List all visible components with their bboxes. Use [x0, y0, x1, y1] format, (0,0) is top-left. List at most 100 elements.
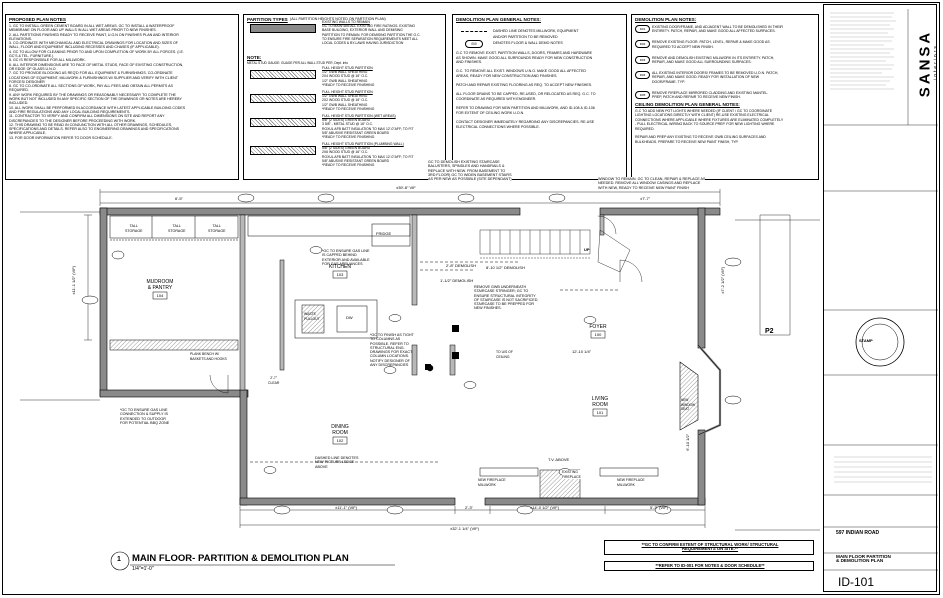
partition-type-line: 2X4 WOOD STUD @ 16" O.C. — [322, 74, 369, 79]
label-clear: 2'-7" CLEAR — [268, 376, 280, 385]
room-name: LIVING — [592, 396, 609, 402]
demolition-general-para-line: ALL FLOOR DRAINS TO BE CAPPED, RE-USED, … — [456, 92, 596, 97]
demolition-general-para-line: AS SHOWN. MAKE GOOD ALL SURROUNDS READY … — [456, 55, 593, 60]
site-lines — [20, 211, 820, 531]
tag-symbol: 000 — [465, 40, 483, 48]
mudroom-bench — [109, 339, 239, 351]
room-name: KITCHEN — [329, 264, 351, 270]
partition-type-line: TO ENSURE FIRE SEPARATION REQUIREMENTS M… — [322, 36, 419, 41]
demo-note-line: EXISTING DOOR/FRAME, AND ADJACENT WALL T… — [652, 25, 783, 29]
room-number-box — [332, 270, 348, 279]
partition-type-line: ROXUL AFB BATT INSULATION TO MAX 12'-0"A… — [322, 126, 414, 131]
demolition-general-para-line: COORDINATE AS REQUIRED WITH ENGINEER. — [456, 97, 537, 101]
ceiling-note-line: REQUIRED. — [635, 126, 655, 131]
demolition-general-para-line: AND FINISHES. — [456, 60, 483, 65]
partition-type-line: BASE BUILDING, EXTERIOR WALL AND DEMISIN… — [322, 28, 403, 33]
dim-top-overall: ±39'-8" VIF — [396, 185, 416, 190]
ceiling-note-line: REPAIR AND PREP ANY EXISTING TO RECEIVE … — [635, 135, 766, 140]
partition-type-line: *READY TO RECEIVE FINISHING — [322, 106, 375, 111]
demolition-general-para-line: FOR EXTENT OF CEILING WORK U.O.N. — [456, 110, 525, 115]
demolition-general-para-line: PATCH AND REPAIR EXISTING FLOORING AS RE… — [456, 83, 593, 88]
demo-note-line: REMOVE EXISTING FLOOR. PATCH, LEVEL, REP… — [652, 40, 770, 45]
demolition-general-notes-box: DEMOLITION PLAN GENERAL NOTES: DASHED LI… — [452, 14, 627, 180]
partition-type-line: 5/8" (2 SIDES) GREEN BOARD — [322, 118, 371, 123]
demolition-general-para-line: G.C TO REMOVE EXIST. PARTITION WALLS, DO… — [456, 51, 593, 55]
demo-note-line: REPAIR, AND MAKE GOOD ALL SURROUNDING SU… — [652, 60, 752, 64]
demolition-general-para-line: ELECTRICAL CONNECTIONS WHERE POSSIBLE. — [456, 124, 540, 129]
refer-note: **REFER TO ID-001 FOR NOTES & DOOR SCHED… — [655, 563, 765, 568]
dim-demo-3: 1'-1/2" DEMOLISH — [440, 278, 474, 283]
demolition-legend-item: DASHED LINE DENOTES MILLWORK, EQUIPMENT — [493, 29, 579, 33]
proposed-note-line: REQUIRED. — [9, 88, 29, 93]
room-name: & PANTRY — [148, 285, 173, 291]
sheet-title: MAIN FLOOR PARTITION & DEMOLITION PLAN — [836, 554, 891, 564]
label-new-fireplace-millwork-1: NEW FIREPLACE MILLWORK — [478, 478, 506, 487]
label-dw: DW — [346, 315, 353, 320]
partition-type-line: 2X2 WOOD STUD @ 16" O.C. — [322, 98, 369, 103]
room-number: 100 — [595, 332, 602, 337]
left-dimension-lines — [84, 214, 92, 341]
top-dimension-lines — [99, 189, 721, 206]
kitchen-island — [294, 299, 378, 339]
partition-type-line: FULL HEIGHT STUD PARTITION — [322, 90, 373, 94]
proposed-note-line: WHERE APPLICABLE. — [9, 131, 47, 136]
partition-type-line: *READY TO RECEIVE FINISHING — [322, 82, 375, 87]
room-number: 104 — [157, 293, 164, 298]
proposed-note-line: 3. CO-ORDINATE WITH MECHANICAL AND ELECT… — [9, 41, 178, 46]
ceiling-notes-title: CEILING DEMOLITION PLAN GENERAL NOTES: — [635, 102, 740, 107]
partition-types-title: PARTITION TYPES — [247, 17, 288, 22]
label-tv-above: T.V. ABOVE — [548, 457, 570, 462]
room-number: 101 — [597, 410, 604, 415]
proposed-note-line: LOCATIONS OF EQUIPMENT, MILLWORK & FURNI… — [9, 75, 178, 80]
demo-note-line: PREP, PATCH AND REPAIR TO RECEIVE NEW FI… — [652, 95, 741, 99]
partition-type-line: 2X6 WOOD STUD @ 16" O.C. — [322, 150, 369, 155]
partition-swatch — [250, 94, 316, 103]
demo-note-line: REMOVE AND DEMOLISH EXISTING MILLWORK IN… — [652, 55, 775, 60]
proposed-note-line: 6. ALL INTERIOR DIMENSIONS ARE TO FACE O… — [9, 62, 184, 67]
proposed-note-line: 5. GC IS RESPONSIBLE FOR ALL MILLWORK. — [9, 58, 86, 63]
partition-type-line: FULL HEIGHT STUD PARTITION (PLUMBING WAL… — [322, 142, 404, 146]
label-up: UP — [584, 247, 590, 252]
ceiling-note-line: LIGHTING LOCATIONS DIRECTLY WITH CLIENT)… — [635, 113, 769, 118]
proposed-note-line: 1. GC TO INSTALL GREEN CEMENT BOARD IN A… — [9, 24, 175, 28]
structural-note-box: **GC TO CONFIRM EXTENT OF STRUCTURAL WOR… — [604, 540, 814, 555]
room-number-box — [590, 330, 606, 339]
dim-right-vertical-1: ±7'-2 1/2" (VIF) — [720, 266, 726, 294]
dim-demo-1: 2'-8" DEMOLISH — [446, 263, 476, 268]
proposed-note-line: 4. GC TO ALLOW FOR CLEANING PRIOR TO AND… — [9, 49, 184, 54]
ceiling-note-line: - PULL ELECTRICAL WIRING BACK TO SOURCE … — [635, 122, 775, 127]
interior-partitions — [239, 214, 605, 391]
room-number-box — [592, 408, 608, 417]
demo-note-line: ALL EXISTING INTERIOR DOORS/ FRAMES TO B… — [652, 71, 779, 76]
label-new-fireplace-millwork-2: NEW FIREPLACE MILLWORK — [617, 478, 645, 487]
room-name: ROOM — [332, 430, 348, 436]
label-tall-storage-1: TALL STORAGE — [125, 224, 143, 233]
callout-understair: REMOVE GWB UNDERNEATH STAIRCASE STRINGER… — [474, 285, 539, 311]
room-name: DINING — [331, 424, 349, 430]
floor-plan: MUDROOM& PANTRY104KITCHEN103FOYER100DINI… — [20, 189, 820, 571]
dim-demo-2: 8'-10 1/2" DEMOLISH — [486, 265, 525, 270]
proposed-note-line: 7. GC TO PROVIDE BLOCKING AS REQ'D FOR A… — [9, 71, 173, 76]
partition-type-line: 5/8" (2 SIDES) GREEN BOARD — [322, 146, 371, 151]
callout-gas-line-top: *GC TO ENSURE GAS LINE IS CAPPED BEHIND … — [322, 249, 370, 266]
proposed-note-line: SPECIFICATIONS AND DETAILS. REFER ALSO T… — [9, 127, 180, 132]
proposed-plan-notes-box: PROPOSED PLAN NOTES 1. GC TO INSTALL GRE… — [5, 14, 239, 180]
partition-type-line: FULL HEIGHT STUD PARTITION (WET AREAS) — [322, 114, 396, 118]
dim-left-vertical: ±11'-1 1/2" (VIF) — [71, 265, 77, 295]
room-name: ROOM — [592, 402, 608, 408]
demo-note-line: DOOR/FRAME. TYP. — [652, 79, 685, 84]
partition-type-line: FULL HEIGHT STUD PARTITION — [322, 66, 373, 70]
ceiling-note-line: G.C TO ADD NEW POT LIGHTS WHERE NEEDED (… — [635, 109, 773, 113]
proposed-note-line: 10. ALL WORK SHALL BE PERFORMED IN ACCOR… — [9, 105, 186, 110]
partition-type-line: 1/2" GWB WALL SHEATHING — [322, 78, 368, 83]
brand-name: SANSA — [916, 29, 934, 98]
callout-staircase: GC TO DEMOLISH EXISTING STAIRCASE BALUST… — [428, 160, 512, 182]
partition-notes-title: NOTE: — [247, 55, 262, 60]
demolition-general-para-line: G.C. TO REMOVE ALL EXIST. WINDOWS U.N.O.… — [456, 69, 586, 74]
dim-bottom-3: ±14'-0 1/2" (VIF) — [530, 505, 560, 510]
room-labels: MUDROOM& PANTRY104KITCHEN103FOYER100DINI… — [147, 264, 609, 445]
proposed-plan-notes-title: PROPOSED PLAN NOTES — [9, 17, 66, 22]
title-block: SANSA interiors STAMP 597 INDIAN ROAD MA… — [823, 4, 939, 592]
proposed-note-line: ELEVATIONS. — [9, 36, 33, 41]
door-swings — [209, 215, 643, 394]
